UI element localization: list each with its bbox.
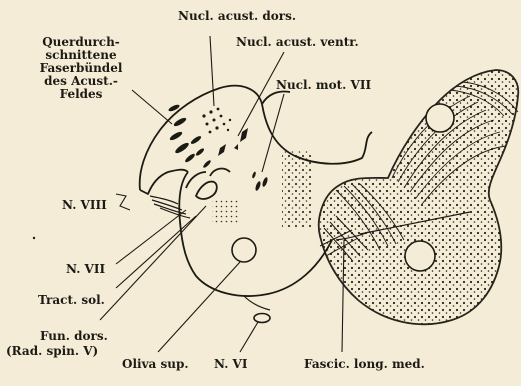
label-querdurch-line: Feldes bbox=[26, 88, 136, 101]
label-nucl-mot-vii: Nucl. mot. VII bbox=[276, 79, 371, 92]
label-fun-dors: Fun. dors. bbox=[40, 330, 108, 343]
nucl-acust-ventr-marks bbox=[218, 128, 248, 156]
n-vi-oval bbox=[254, 314, 270, 323]
nucl-acust-dors-dots bbox=[202, 108, 231, 134]
oliva-sup-circle bbox=[232, 238, 256, 262]
label-tract-sol: Tract. sol. bbox=[38, 294, 105, 307]
label-n-vii: N. VII bbox=[66, 263, 105, 276]
label-rad-spin-v: (Rad. spin. V) bbox=[6, 345, 98, 358]
label-nucl-acust-ventr: Nucl. acust. ventr. bbox=[236, 36, 359, 49]
label-n-viii: N. VIII bbox=[62, 199, 107, 212]
pontine-structure bbox=[319, 70, 518, 324]
median-dots bbox=[282, 150, 312, 228]
label-fascic-long-med: Fascic. long. med. bbox=[304, 358, 425, 371]
label-n-vi: N. VI bbox=[214, 358, 247, 371]
nucl-mot-vii-marks bbox=[251, 171, 268, 191]
label-oliva-sup: Oliva sup. bbox=[122, 358, 189, 371]
tract-sol-dots bbox=[212, 200, 238, 224]
nerve-viii-root bbox=[150, 196, 190, 218]
label-querdurch: Querdurch- schnittene Faserbündel des Ac… bbox=[26, 36, 136, 101]
label-nucl-acust-dors: Nucl. acust. dors. bbox=[178, 10, 296, 23]
